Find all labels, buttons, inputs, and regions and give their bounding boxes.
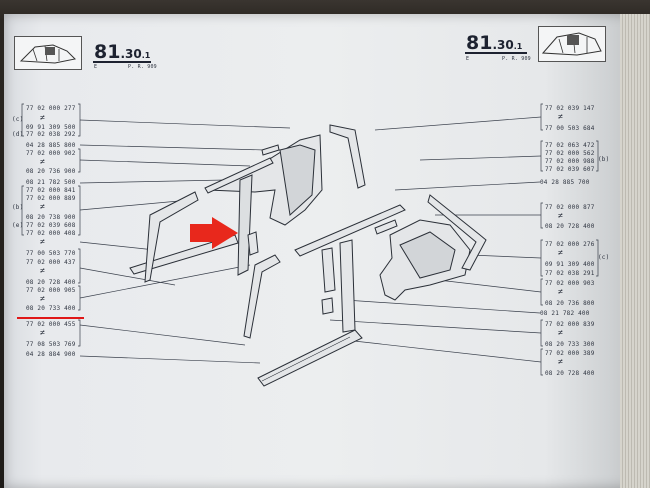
part-number-label: 04 28 885 800 xyxy=(26,142,76,149)
part-number-label: 09 91 309 400 xyxy=(545,261,595,268)
right-page-number: 81.30.1 xyxy=(466,32,523,54)
part-number-label: 77 02 000 408 xyxy=(26,230,76,237)
part-number-label: 77 02 000 889 xyxy=(26,195,76,202)
part-number-label: 77 02 039 608 xyxy=(26,222,76,229)
part-number-label: 04 28 884 900 xyxy=(26,351,76,358)
part-number-label: 77 02 000 988 xyxy=(545,158,595,165)
part-number-label: 08 20 733 300 xyxy=(545,341,595,348)
part-number-label: 77 02 039 607 xyxy=(545,166,595,173)
part-number-label: 77 02 000 277 xyxy=(26,105,76,112)
part-number-label: 77 02 000 877 xyxy=(545,204,595,211)
left-page-number: 81.30.1 xyxy=(94,41,151,63)
part-number-label: 08 20 728 400 xyxy=(545,223,595,230)
part-number-label: 77 02 000 903 xyxy=(545,280,595,287)
right-thumbnail-icon xyxy=(538,26,606,62)
part-number-label: 77 02 000 562 xyxy=(545,150,595,157)
part-number-label: 77 02 063 472 xyxy=(545,142,595,149)
part-number-label: 77 02 039 147 xyxy=(545,105,595,112)
part-number-label: 77 02 000 389 xyxy=(545,350,595,357)
group-tag: (e) xyxy=(12,222,24,229)
part-number-label: 08 20 728 400 xyxy=(545,370,595,377)
part-number-label: 08 20 736 800 xyxy=(545,300,595,307)
part-number-label: 77 02 000 437 xyxy=(26,259,76,266)
part-number-label: 77 02 038 291 xyxy=(545,270,595,277)
part-number-label: 08 20 738 900 xyxy=(26,214,76,221)
part-number-label: 08 20 736 900 xyxy=(26,168,76,175)
part-number-label: 77 00 503 770 xyxy=(26,250,76,257)
right-pr: P. R. 909 xyxy=(502,56,531,62)
part-number-label: 77 02 038 292 xyxy=(26,131,76,138)
part-number-label: 77 08 503 769 xyxy=(26,341,76,348)
part-number-label: 77 02 000 276 xyxy=(545,241,595,248)
left-thumbnail-icon xyxy=(14,36,82,70)
left-edition: E xyxy=(94,64,98,70)
part-number-label: 77 02 000 839 xyxy=(545,321,595,328)
red-arrow-icon xyxy=(190,217,238,249)
group-tag: (c) xyxy=(598,254,610,261)
part-number-label: 77 02 000 902 xyxy=(26,150,76,157)
group-tag: (c) xyxy=(12,116,24,123)
left-pr: P. R. 909 xyxy=(128,64,157,70)
group-tag: (b) xyxy=(12,204,24,211)
part-number-label: 08 20 733 400 xyxy=(26,305,76,312)
part-number-label: 77 00 503 684 xyxy=(545,125,595,132)
right-header-rule xyxy=(465,52,527,54)
part-number-label: 09 91 309 500 xyxy=(26,124,76,131)
left-header-rule xyxy=(93,61,151,63)
part-number-label: 77 02 000 841 xyxy=(26,187,76,194)
page-stack-edge xyxy=(620,14,650,488)
group-tag: (d) xyxy=(12,131,24,138)
part-number-label: 08 21 782 400 xyxy=(540,310,590,317)
group-tag: (b) xyxy=(598,156,610,163)
part-number-label: 77 02 000 455 xyxy=(26,321,76,328)
part-number-label: 77 02 000 905 xyxy=(26,287,76,294)
right-edition: E xyxy=(466,56,470,62)
part-number-label: 04 28 885 700 xyxy=(540,179,590,186)
part-number-label: 08 21 782 500 xyxy=(26,179,76,186)
part-number-label: 08 20 728 400 xyxy=(26,279,76,286)
